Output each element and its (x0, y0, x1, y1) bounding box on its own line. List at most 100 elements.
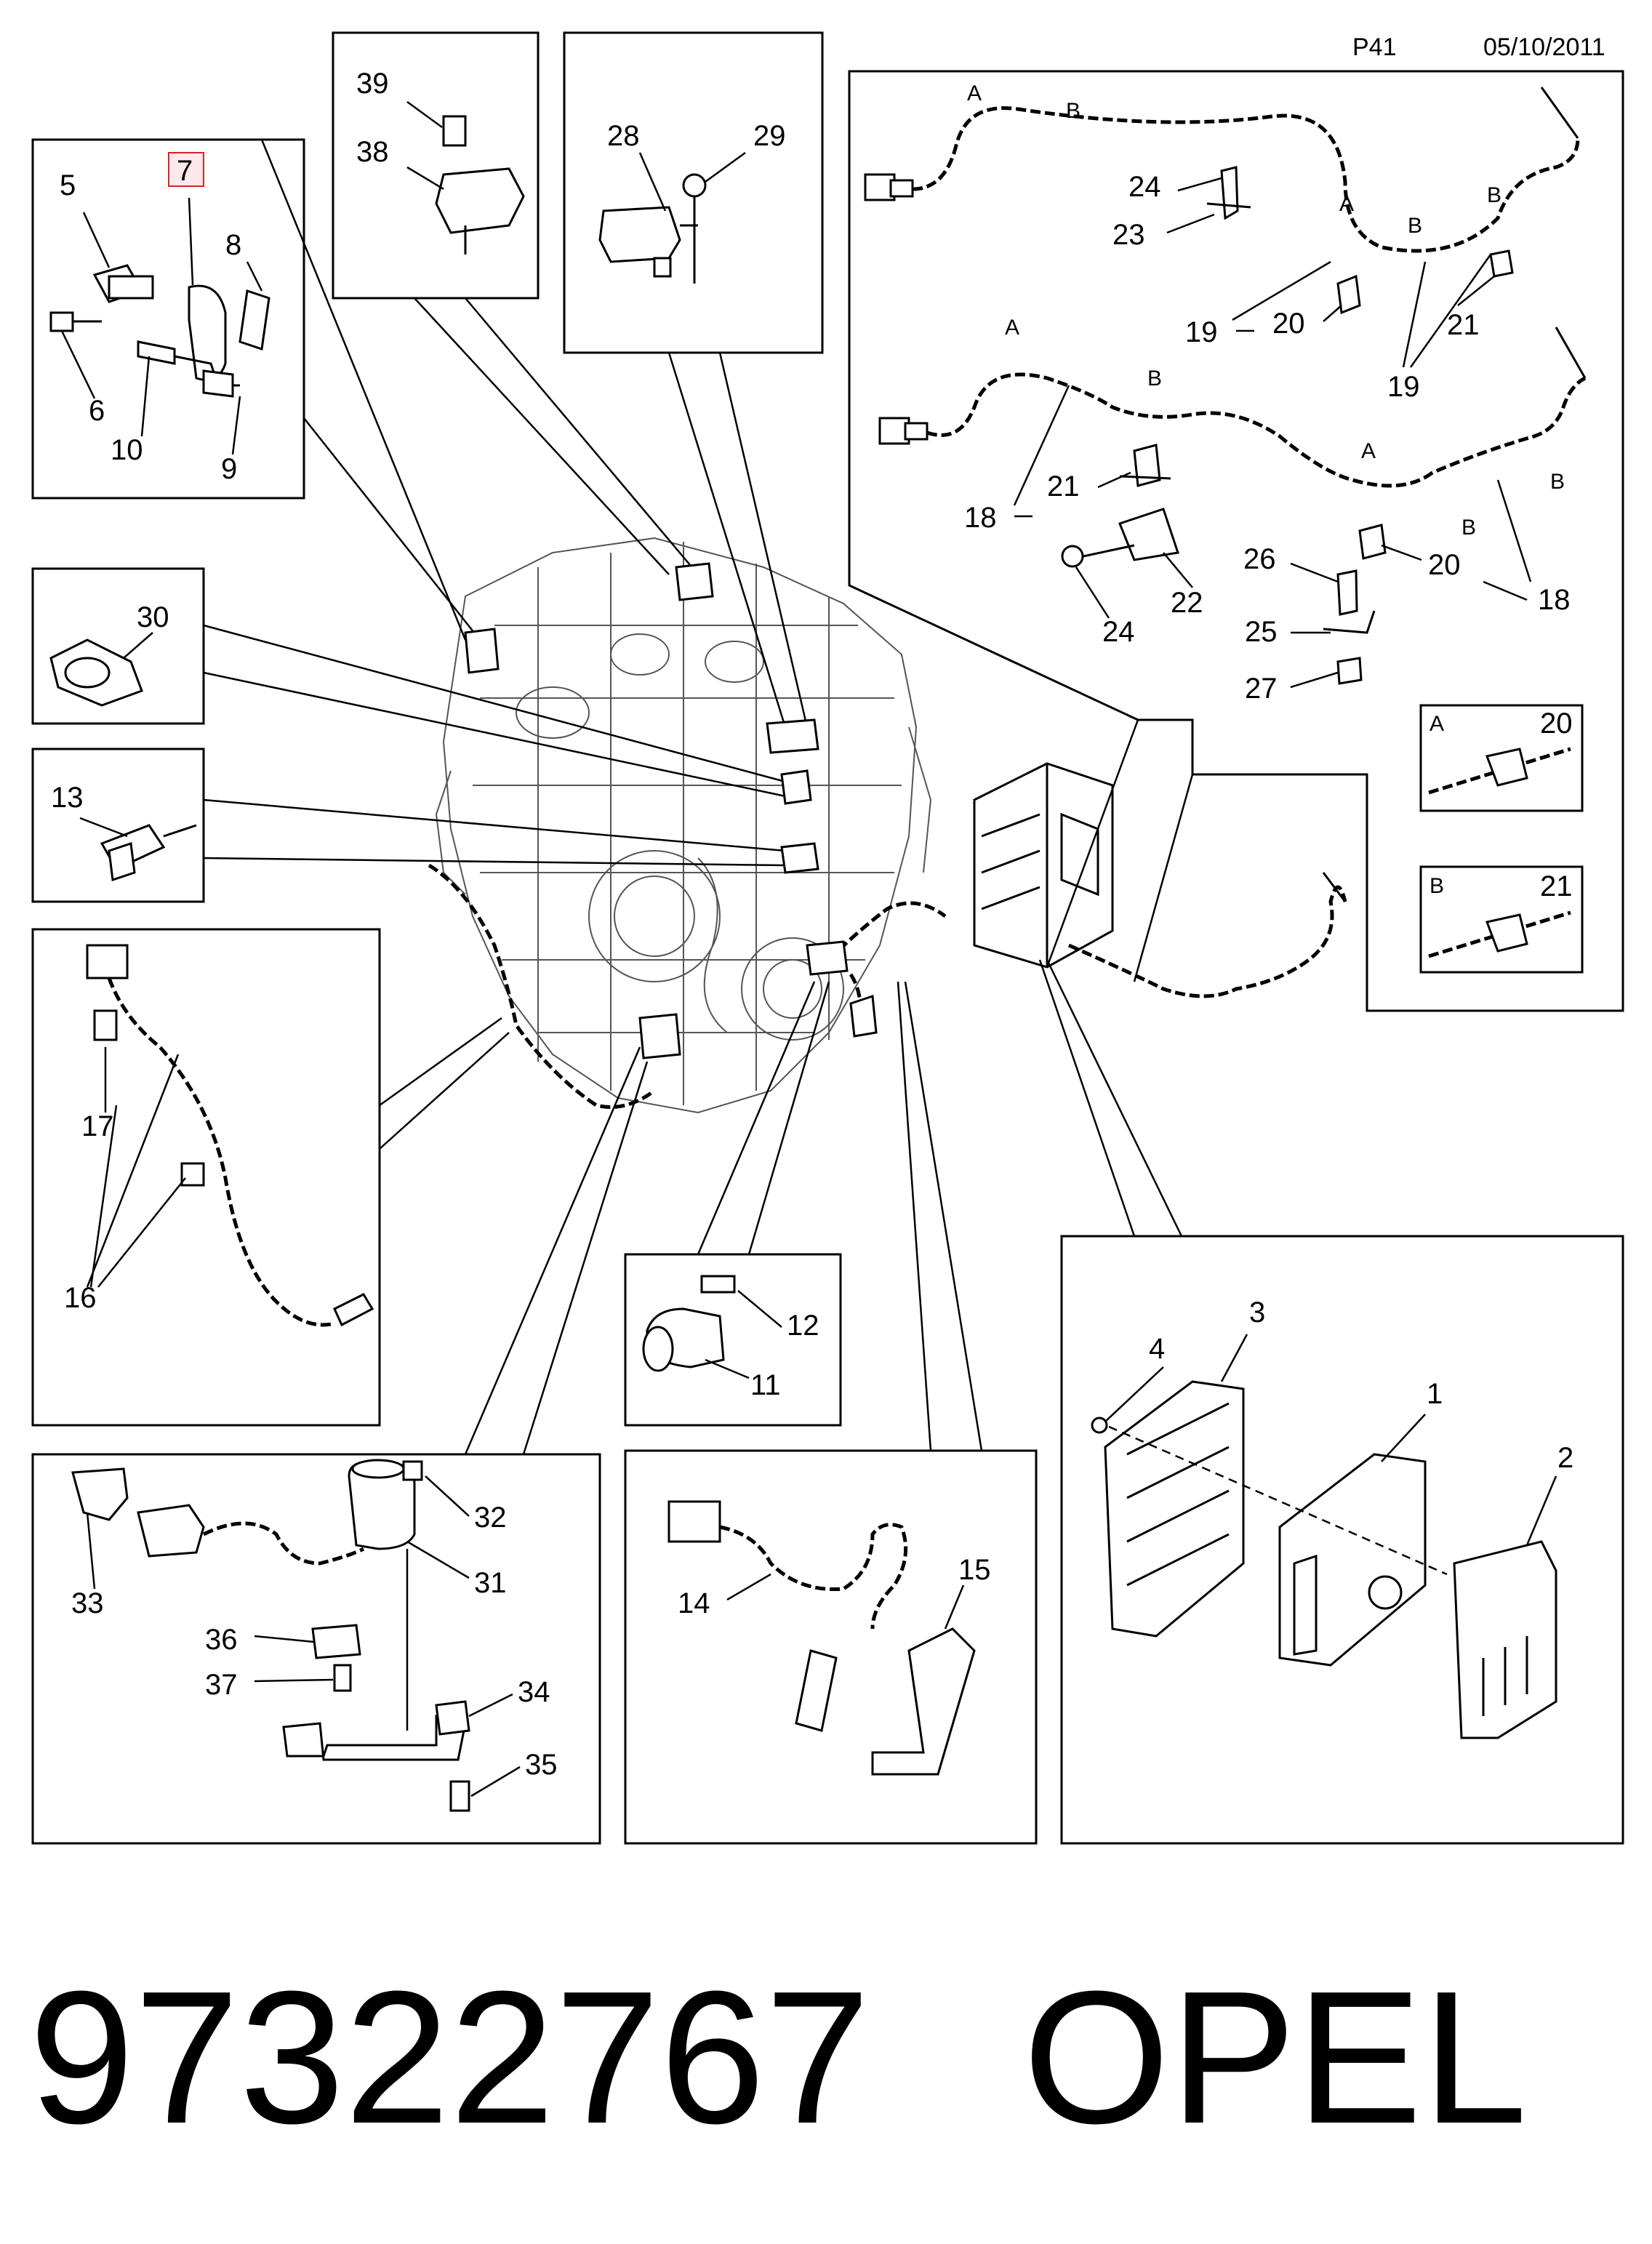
leader-32 (425, 1475, 470, 1517)
leader-4 (1104, 1366, 1164, 1422)
callout-38: 38 (356, 136, 389, 168)
callout-11: 11 (750, 1369, 781, 1401)
pointer-box-1-4-b (1046, 959, 1183, 1237)
detail-letter-a: A (1430, 712, 1444, 736)
solenoid-valve-installed (806, 940, 849, 976)
leader-18b-dash (1483, 580, 1528, 601)
detail-letter-b: B (1430, 874, 1444, 898)
leader-6 (60, 330, 96, 399)
oxygen-sensor-part-16 (86, 944, 374, 1327)
leader-23 (1166, 213, 1215, 234)
oil-pressure-switch-part (49, 638, 143, 707)
pointer-box-13-a (203, 798, 786, 852)
page-date: 05/10/2011 (1483, 33, 1605, 61)
leader-18b (1496, 479, 1532, 582)
pointer-box-38-39-b (465, 297, 699, 575)
engine-assembly (435, 537, 932, 1114)
leader-18a (1013, 385, 1070, 506)
callout-33: 33 (71, 1587, 104, 1619)
ecm-exhaust-harness (1067, 885, 1347, 998)
callout-21b: 21 (1047, 470, 1080, 502)
section-letter-a2: A (1339, 192, 1354, 216)
pointer-box-30-a (203, 624, 786, 783)
section-letter-a4: A (1361, 439, 1376, 463)
engine-harness-right (827, 901, 947, 961)
callout-19a: 19 (1185, 316, 1218, 348)
callout-10: 10 (111, 434, 143, 466)
leader-3 (1220, 1334, 1248, 1382)
leader-15 (944, 1584, 965, 1630)
callout-26: 26 (1243, 543, 1276, 575)
camshaft-sensor-installed (464, 628, 500, 674)
leader-10 (140, 356, 151, 437)
oxygen-sensor-part-14 (667, 1500, 976, 1776)
leader-20a (1323, 305, 1342, 322)
callout-24b: 24 (1102, 616, 1135, 648)
callout-32: 32 (474, 1502, 507, 1534)
callout-23: 23 (1112, 219, 1145, 251)
box-part-13 (31, 748, 205, 903)
leader-38 (406, 166, 444, 191)
pointer-box-31-37-b (522, 1061, 649, 1455)
callout-8: 8 (225, 229, 241, 261)
callout-25: 25 (1245, 616, 1278, 648)
exhaust-temp-sensor-harness-18 (878, 326, 1587, 685)
section-letter-b1: B (1066, 99, 1080, 123)
box-parts-38-39 (332, 31, 540, 300)
pointer-box-11-12-a (697, 981, 816, 1255)
leader-8 (246, 261, 263, 292)
engine-harness-left (428, 863, 656, 1109)
box-parts-5-10 (31, 138, 305, 500)
pointer-box-18-27-a (1133, 774, 1194, 982)
callout-28: 28 (607, 120, 640, 152)
callout-18b: 18 (1538, 584, 1571, 616)
section-letter-b3: B (1487, 183, 1501, 207)
pointer-box-11-12-b (747, 981, 830, 1255)
leader-24b (1075, 566, 1110, 619)
callout-29: 29 (753, 120, 786, 152)
leader-1 (1381, 1414, 1426, 1462)
callout-15: 15 (958, 1554, 991, 1586)
pressure-sensor-installed (766, 718, 819, 754)
leader-11 (705, 1358, 750, 1379)
callout-36: 36 (205, 1624, 238, 1656)
leader-12 (737, 1290, 782, 1328)
ecm-module-installed (973, 762, 1114, 969)
leader-9 (231, 396, 241, 455)
box-parts-18-27 (848, 70, 1624, 1012)
leader-22 (1163, 552, 1193, 588)
leader-24a (1177, 177, 1222, 192)
temperature-sensor-part (100, 824, 197, 882)
highlighted-callout-frame (168, 152, 204, 187)
box-parts-11-12 (624, 1253, 842, 1427)
exhaust-temp-sensor-harness-19 (864, 87, 1580, 315)
callout-17: 17 (81, 1110, 114, 1142)
leader-31 (406, 1540, 470, 1579)
box-parts-28-29 (563, 31, 824, 354)
map-sensor-part-38 (435, 115, 525, 255)
callout-24a: 24 (1128, 171, 1161, 203)
callout-6: 6 (89, 395, 105, 427)
oil-pressure-switch-installed (780, 769, 812, 805)
section-letter-b5: B (1550, 470, 1565, 494)
callout-18a: 18 (964, 502, 997, 534)
leader-35 (470, 1766, 521, 1798)
pointer-box-16-17-b (379, 1017, 502, 1107)
pressure-sensor-part-28 (598, 173, 707, 284)
section-letter-b2: B (1408, 214, 1422, 238)
callout-14: 14 (678, 1587, 710, 1619)
callout-34: 34 (518, 1676, 550, 1708)
pointer-box-1-4-a (1038, 959, 1136, 1237)
section-letter-b6: B (1461, 516, 1476, 540)
callout-37: 37 (205, 1669, 238, 1701)
pointer-box-5-10-a (303, 417, 481, 641)
leader-13 (79, 817, 128, 838)
solenoid-valve-part-11 (642, 1275, 736, 1372)
callout-35: 35 (525, 1749, 558, 1781)
leader-21a (1457, 276, 1495, 306)
clip-detail-a (1428, 747, 1571, 795)
map-sensor-installed (675, 562, 714, 601)
callout-5: 5 (60, 169, 76, 201)
leader-5 (82, 212, 111, 268)
